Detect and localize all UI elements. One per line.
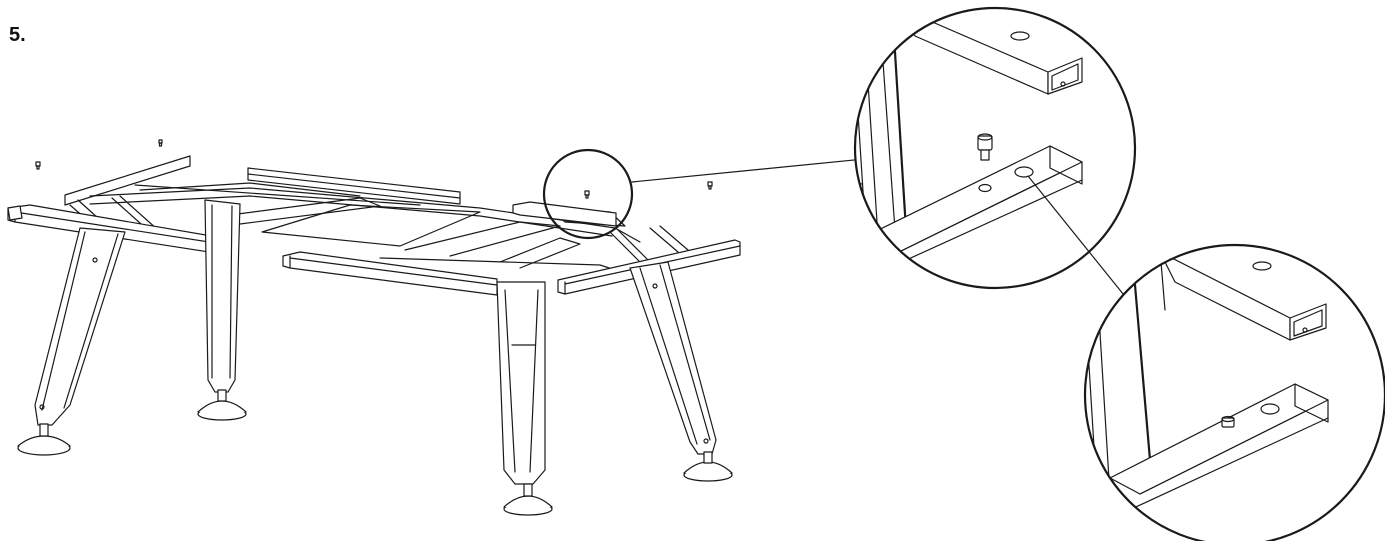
back-left-rail: [64, 155, 191, 206]
front-left-rail: [7, 204, 236, 257]
detail-circle-after: [1083, 243, 1385, 541]
table-frame: [7, 155, 741, 296]
bolt-icon: [977, 133, 993, 161]
back-left-leg: [197, 199, 247, 421]
bolt-icon: [1221, 415, 1235, 428]
step-number: 5.: [9, 24, 26, 46]
bolt-icon: [158, 139, 163, 147]
floating-bolts: [35, 139, 713, 199]
callout-circle: [542, 148, 634, 240]
front-center-leg: [496, 281, 553, 516]
back-right-rail: [247, 167, 461, 205]
front-right-leg: [629, 261, 733, 482]
front-left-leg: [17, 227, 126, 456]
bolt-icon: [584, 190, 590, 199]
detail-circle-before: [853, 6, 1137, 290]
bolt-icon: [707, 181, 713, 190]
bolt-icon: [35, 161, 41, 170]
